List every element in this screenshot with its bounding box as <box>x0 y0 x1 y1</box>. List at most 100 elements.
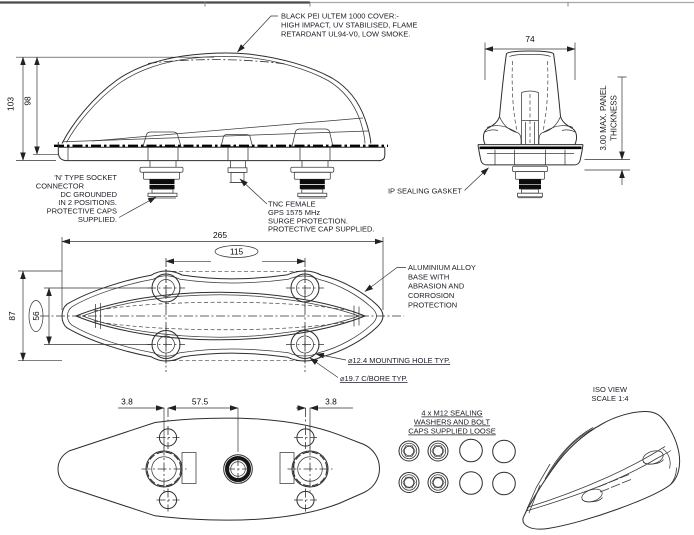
washer <box>398 472 420 493</box>
tower-left-edge <box>483 53 507 145</box>
mounting-hole-label-text: ⌀12.4 MOUNTING HOLE TYP. <box>348 356 450 365</box>
hidden-cover-edges <box>93 301 355 331</box>
bottom-dimensions: 3.8 57.5 3.8 <box>118 397 353 452</box>
small-holes <box>156 426 317 512</box>
fin-inner-wall <box>66 55 366 144</box>
mounting-hole-label: ⌀12.4 MOUNTING HOLE TYP. <box>315 352 450 365</box>
tnc-note-line1: TNC FEMALE <box>268 200 316 209</box>
tnc-note-line4: PROTECTIVE CAP SUPPLIED. <box>268 225 375 234</box>
dim-98: 98 <box>23 96 33 106</box>
washer <box>427 472 449 493</box>
bottom-view: 3.8 57.5 3.8 <box>57 397 381 521</box>
base-seams <box>67 147 331 161</box>
tower-hidden-edges <box>511 60 549 132</box>
iso-view-scale: SCALE 1:4 <box>591 394 628 403</box>
n-note-line4: IN 2 POSITIONS. <box>58 198 117 207</box>
side-view: 103 98 BLACK PEI ULTEM 1000 COVER:- HIGH… <box>6 12 418 234</box>
right-wing <box>538 116 576 145</box>
tnc-note: TNC FEMALE GPS 1575 MHz SURGE PROTECTION… <box>239 178 375 234</box>
n-note-line6: SUPPLIED. <box>78 215 117 224</box>
washer <box>427 440 449 462</box>
length-dimension: 265 <box>61 230 384 310</box>
cover-note-line2: HIGH IMPACT, UV STABILISED, FLAME <box>281 21 417 30</box>
tnc-boss <box>220 134 253 147</box>
tnc-connector <box>227 167 248 183</box>
hardware-set: 4 x M12 SEALING WASHERS AND BOLT CAPS SU… <box>398 409 516 496</box>
dim-115: 115 <box>230 247 244 257</box>
iso-base-top <box>525 450 672 512</box>
iso-view-title: ISO VIEW <box>593 385 628 394</box>
iso-crease <box>544 427 594 480</box>
width-dimension: 74 <box>484 34 576 80</box>
hidden-rim-edges <box>166 270 305 362</box>
base-note-line2: BASE WITH <box>408 272 449 281</box>
base-note-line3: ABRASION AND <box>408 282 465 291</box>
iso-outline <box>522 410 681 530</box>
iso-view: ISO VIEW SCALE 1:4 <box>522 385 681 530</box>
hardware-note-line2: WASHERS AND BOLT <box>414 418 491 427</box>
mounting-holes <box>147 269 324 364</box>
center-hole <box>223 454 253 484</box>
tnc-note-line2: GPS 1575 MHz <box>268 208 320 217</box>
dim-57-5: 57.5 <box>192 397 209 407</box>
panel-thickness-dimension: 3.00 MAX. PANEL THICKNESS <box>584 76 630 185</box>
dim-3-8-right: 3.8 <box>325 397 337 407</box>
connector-necks <box>149 160 329 168</box>
cover-note-line1: BLACK PEI ULTEM 1000 COVER:- <box>281 12 399 21</box>
left-wing <box>484 116 522 145</box>
cover-note: BLACK PEI ULTEM 1000 COVER:- HIGH IMPACT… <box>237 12 417 53</box>
iso-leading-inner <box>529 425 601 506</box>
n-note-line2: CONNECTOR <box>36 181 85 190</box>
base-right-end <box>378 147 386 162</box>
end-view: 74 3.00 MAX. PANEL THICKNESS IP SEALING … <box>388 34 630 199</box>
base-note-line4: CORROSION <box>408 291 454 300</box>
connector-holes <box>141 446 333 492</box>
iso-tip-facets <box>523 463 551 517</box>
end-view-connector <box>512 165 548 199</box>
gasket-label: IP SEALING GASKET <box>388 167 489 195</box>
n-connector-right <box>290 166 335 199</box>
base-block-outline <box>477 144 584 166</box>
left-connector-boss <box>142 131 182 147</box>
sheet-border <box>0 1 694 7</box>
plan-view: 265 115 87 56 ALUMINIUM ALLOY BASE WITH … <box>7 230 476 383</box>
washer <box>398 440 420 462</box>
base-note-line1: ALUMINIUM ALLOY <box>408 263 476 272</box>
dim-56: 56 <box>31 311 41 321</box>
cbore-label-text: ⌀19.7 C/BORE TYP. <box>340 374 408 383</box>
iso-end-cap <box>662 448 677 486</box>
width-dimension-plan: 87 <box>7 270 62 362</box>
iso-boss-2 <box>642 450 664 465</box>
base-joint-line <box>62 130 369 143</box>
iso-base-hatch <box>597 474 632 493</box>
gasket-label-text: IP SEALING GASKET <box>388 186 462 195</box>
iso-boss-1 <box>581 488 603 503</box>
cbore-label: ⌀19.7 C/BORE TYP. <box>309 357 408 383</box>
iso-fin-joint <box>526 446 666 508</box>
dim-103: 103 <box>6 97 16 111</box>
fin-hidden-top <box>147 59 286 65</box>
hardware-note-line3: CAPS SUPPLIED LOOSE <box>408 427 496 436</box>
panel-note-line1: 3.00 MAX. PANEL <box>599 85 608 151</box>
dim-3-8-left: 3.8 <box>121 397 133 407</box>
hole-pitch-y-dimension: 56 <box>28 287 152 346</box>
dim-265: 265 <box>213 230 227 240</box>
fin-outline <box>61 52 372 144</box>
height-dimensions: 103 98 <box>6 56 214 161</box>
tower-right-edge <box>553 53 577 145</box>
n-socket-note: 'N' TYPE SOCKET CONNECTOR DC GROUNDED IN… <box>36 173 157 224</box>
panel-note-line2: THICKNESS <box>610 95 619 141</box>
dim-74: 74 <box>525 34 535 44</box>
sealing-washers <box>398 440 449 493</box>
bottom-outline <box>57 417 381 521</box>
base-note-line5: PROTECTION <box>408 300 457 309</box>
tower-top <box>506 50 554 54</box>
n-note-line5: PROTECTIVE CAPS <box>47 207 117 216</box>
fin-internal-board <box>91 117 364 142</box>
n-note-line3: DC GROUNDED <box>60 190 117 199</box>
tower-top-inner <box>509 53 551 57</box>
hole-pitch-x-dimension: 115 <box>165 245 306 265</box>
base-left-end <box>57 142 67 162</box>
